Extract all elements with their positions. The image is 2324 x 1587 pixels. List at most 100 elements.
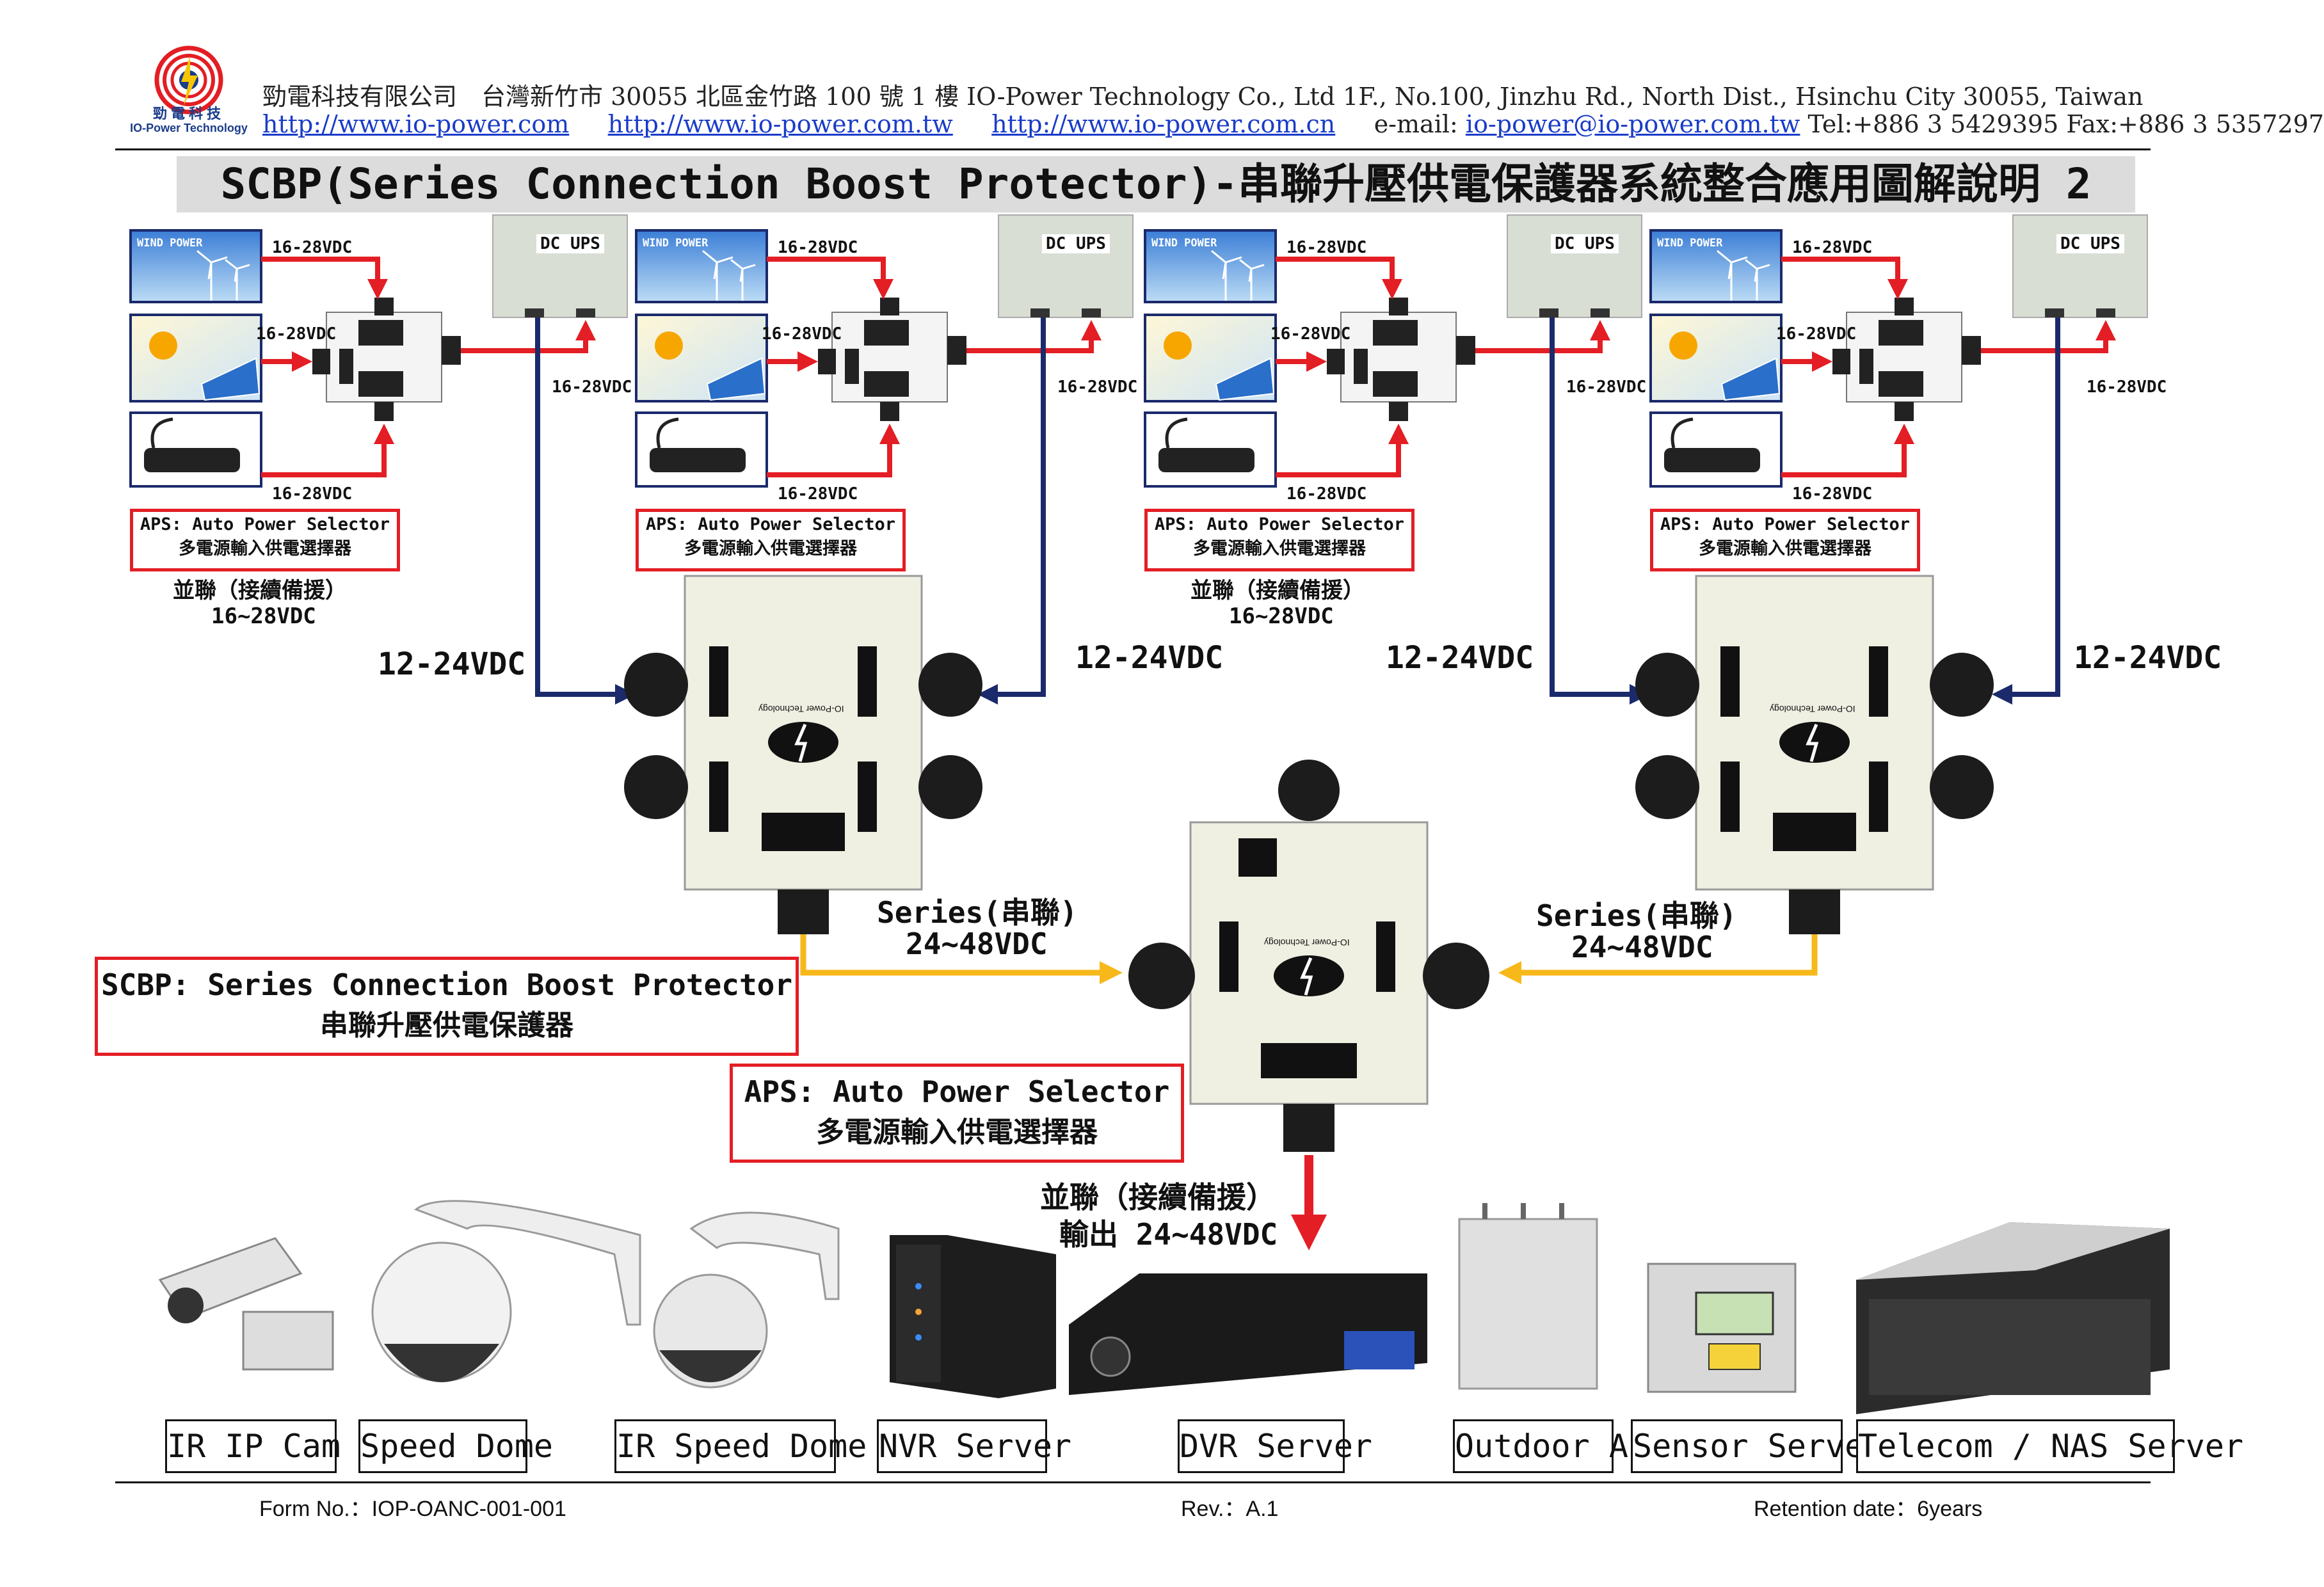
parallel-output-label: 並聯（接續備援） <box>1040 1180 1276 1215</box>
dc-ups-image <box>492 214 628 318</box>
unit4-aps-en: APS: Auto Power Selector <box>1660 514 1911 534</box>
unit3-parallel-voltage: 16~28VDC <box>1229 603 1334 629</box>
header-divider <box>115 148 2151 150</box>
input-voltage-label-3: 12-24VDC <box>1386 640 1534 676</box>
wind-power-image <box>129 229 262 303</box>
wind-power-image <box>635 229 768 303</box>
unit4-aps-cn: 多電源輸入供電選擇器 <box>1699 539 1871 559</box>
unit3-ups-voltage: 16-28VDC <box>1566 378 1647 397</box>
aps-module <box>818 298 966 421</box>
aps-center-brand: IO-Power Technology <box>1264 937 1350 948</box>
unit1-solar-voltage: 16-28VDC <box>256 324 337 344</box>
scbp-definition-box: SCBP: Series Connection Boost Protector … <box>95 957 799 1056</box>
series-arrow-left <box>800 934 1123 984</box>
unit4-ups-voltage: 16-28VDC <box>2087 378 2167 397</box>
title-background <box>177 156 2135 212</box>
scbp-right-brand: IO-Power Technology <box>1770 704 1855 714</box>
unit3-parallel-label: 並聯（接續備援） <box>1190 578 1365 603</box>
wind-power-image <box>1144 229 1277 303</box>
series-voltage-right: 24~48VDC <box>1571 930 1713 964</box>
website-link-com[interactable]: http://www.io-power.com <box>262 110 570 138</box>
aps-definition-cn: 多電源輸入供電選擇器 <box>816 1116 1098 1149</box>
unit1-parallel-label: 並聯（接續備援） <box>173 578 347 603</box>
unit1-aps-cn: 多電源輸入供電選擇器 <box>179 539 351 559</box>
unit3-dc-ups-label: DC UPS <box>1551 234 1619 253</box>
unit1-wind-voltage: 16-28VDC <box>272 238 353 257</box>
dc-ups-image <box>998 214 1134 318</box>
company-logo <box>125 45 253 144</box>
solar-panel-image <box>635 314 768 403</box>
scbp-right-box <box>1635 575 1994 934</box>
aps-center-box <box>1128 760 1489 1152</box>
device-label-ir-speed-dome: IR Speed Dome <box>614 1419 867 1473</box>
power-adapter-image <box>129 411 262 488</box>
nvr-server-image <box>890 1235 1056 1398</box>
scbp-left-box <box>624 575 982 934</box>
unit1-dc-ups-label: DC UPS <box>536 234 604 253</box>
series-voltage-left: 24~48VDC <box>906 927 1048 961</box>
unit2-wind-label: WIND POWER <box>643 237 709 250</box>
revision: Rev.：A.1 <box>1181 1497 1279 1521</box>
power-adapter-image <box>1144 411 1277 488</box>
device-label-speed-dome: Speed Dome <box>358 1419 553 1473</box>
unit1-wind-label: WIND POWER <box>137 237 203 250</box>
aps-module <box>1327 298 1475 421</box>
unit4-aps-label-box: APS: Auto Power Selector 多電源輸入供電選擇器 <box>1650 509 1920 571</box>
ir-speed-dome-image <box>653 1211 840 1389</box>
unit1-aps-en: APS: Auto Power Selector <box>140 514 390 534</box>
speed-dome-image <box>371 1200 641 1382</box>
unit1-aps-label-box: APS: Auto Power Selector 多電源輸入供電選擇器 <box>130 509 400 571</box>
ir-ip-cam-image <box>158 1237 334 1371</box>
wind-power-image <box>1649 229 1783 303</box>
unit2-wind-voltage: 16-28VDC <box>778 238 858 257</box>
logo-chinese-name: 勁電科技 <box>152 106 225 122</box>
unit2-aps-label-box: APS: Auto Power Selector 多電源輸入供電選擇器 <box>636 509 906 571</box>
unit3-wind-label: WIND POWER <box>1151 237 1217 250</box>
solar-panel-image <box>1649 314 1783 403</box>
unit2-adapter-voltage: 16-28VDC <box>778 484 858 504</box>
email-label: e-mail: <box>1374 110 1458 138</box>
scbp-definition-cn: 串聯升壓供電保護器 <box>320 1009 573 1042</box>
dvr-server-image <box>1069 1273 1427 1395</box>
series-arrow-right <box>1498 934 1818 984</box>
unit1-ups-voltage: 16-28VDC <box>552 378 632 397</box>
top-unit-3 <box>1144 214 1650 705</box>
top-unit-2 <box>635 214 1134 705</box>
unit3-aps-cn: 多電源輸入供電選擇器 <box>1193 539 1366 559</box>
diagram-canvas <box>129 214 2170 1414</box>
website-link-tw[interactable]: http://www.io-power.com.tw <box>607 110 953 138</box>
dc-ups-image <box>1507 214 1642 318</box>
device-label-dvr-server: DVR Server <box>1178 1419 1372 1473</box>
aps-definition-box: APS: Auto Power Selector 多電源輸入供電選擇器 <box>730 1064 1184 1163</box>
unit2-aps-en: APS: Auto Power Selector <box>645 514 896 534</box>
input-voltage-label-4: 12-24VDC <box>2074 640 2222 676</box>
unit3-aps-en: APS: Auto Power Selector <box>1154 514 1405 534</box>
scbp-left-brand: IO-Power Technology <box>758 704 844 714</box>
footer-divider <box>115 1481 2151 1483</box>
website-link-cn[interactable]: http://www.io-power.com.cn <box>991 110 1336 138</box>
unit1-adapter-voltage: 16-28VDC <box>272 484 353 504</box>
top-unit-4 <box>1649 214 2148 705</box>
telecom-nas-server-image <box>1856 1222 2170 1414</box>
series-label-left: Series(串聯) <box>877 895 1078 930</box>
email-link[interactable]: io-power@io-power.com.tw <box>1465 110 1800 138</box>
unit4-adapter-voltage: 16-28VDC <box>1792 484 1873 504</box>
unit2-dc-ups-label: DC UPS <box>1042 234 1110 253</box>
aps-module <box>1832 298 1981 421</box>
outdoor-ap-image <box>1458 1203 1598 1390</box>
dc-ups-image <box>2012 214 2148 318</box>
contact-line: http://www.io-power.com http://www.io-po… <box>262 110 2324 138</box>
unit4-dc-ups-label: DC UPS <box>2056 234 2124 253</box>
company-address-line: 勁電科技有限公司 台灣新竹市 30055 北區金竹路 100 號 1 樓 IO-… <box>262 83 2144 111</box>
unit3-adapter-voltage: 16-28VDC <box>1286 484 1367 504</box>
retention-date: Retention date：6years <box>1754 1497 1983 1521</box>
aps-module <box>312 298 461 421</box>
series-label-right: Series(串聯) <box>1536 898 1737 933</box>
unit4-wind-label: WIND POWER <box>1657 237 1723 250</box>
device-label-outdoor-ap: Outdoor AP <box>1453 1419 1647 1473</box>
unit3-solar-voltage: 16-28VDC <box>1270 324 1351 344</box>
scbp-definition-en: SCBP: Series Connection Boost Protector <box>100 968 793 1002</box>
unit2-solar-voltage: 16-28VDC <box>762 324 842 344</box>
device-label-ir-ip-cam: IR IP Cam <box>165 1419 341 1473</box>
tel-fax: Tel:+886 3 5429395 Fax:+886 3 5357297 <box>1807 110 2324 138</box>
